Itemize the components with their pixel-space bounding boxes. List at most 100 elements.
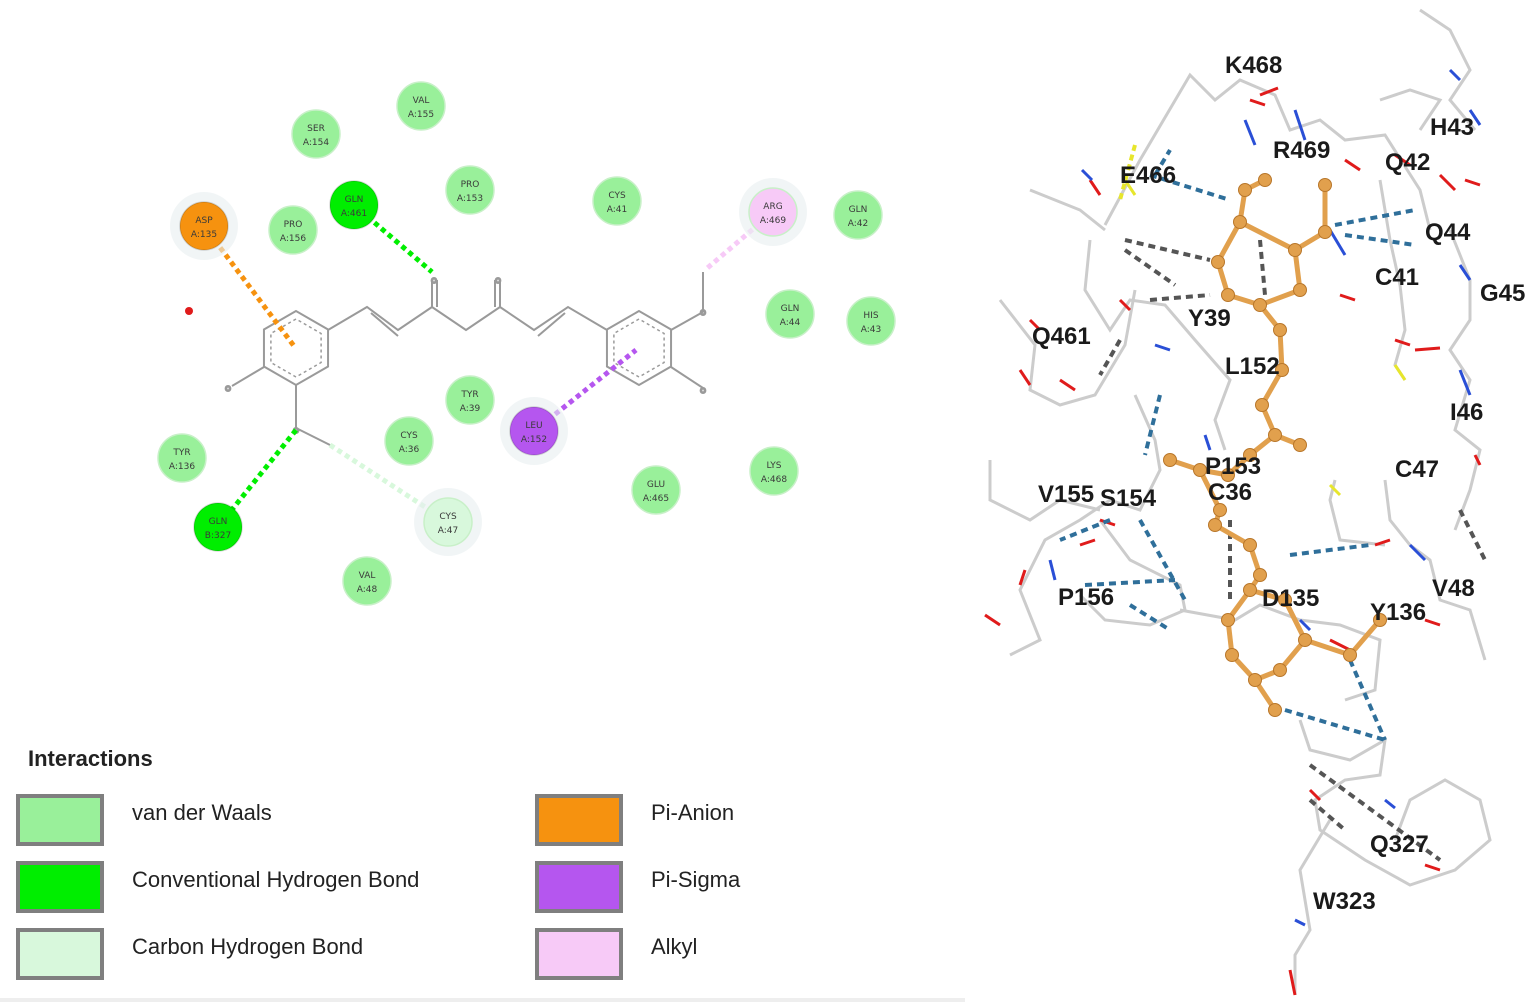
ligand-atom xyxy=(1293,438,1307,452)
ligand-atom xyxy=(1268,428,1282,442)
ligand-atom xyxy=(1273,323,1287,337)
ligand-bond xyxy=(1304,637,1351,658)
hydrophobic-dash xyxy=(1123,248,1177,287)
ligand-atom xyxy=(1238,183,1252,197)
nitrogen-stick xyxy=(1048,559,1057,581)
residue-name: CYS xyxy=(608,191,626,201)
ligand-atom xyxy=(1293,283,1307,297)
ligand-ball-stick xyxy=(1163,173,1387,717)
residue-name: VAL xyxy=(359,571,376,581)
residue-number: A:39 xyxy=(460,404,481,414)
residue-disc xyxy=(749,446,799,496)
label-s154: S154 xyxy=(1100,485,1157,512)
hbond-dash xyxy=(1149,173,1231,202)
nitrogen-stick xyxy=(1203,434,1212,451)
nitrogen-stick xyxy=(1154,343,1171,352)
protein-stick xyxy=(1009,394,1162,657)
ligand-atom xyxy=(1163,453,1177,467)
legend-title: Interactions xyxy=(28,746,153,771)
residue-number: A:469 xyxy=(760,216,786,226)
residue-disc xyxy=(342,556,392,606)
oxygen-stick xyxy=(1088,179,1102,196)
hydrophobic-dash xyxy=(1098,339,1122,376)
pi-anion-line xyxy=(202,224,296,348)
label-c41: C41 xyxy=(1375,264,1419,291)
ligand-atom xyxy=(1243,583,1257,597)
legend-label: Alkyl xyxy=(651,934,698,959)
protein-stick xyxy=(988,460,1101,522)
residue-disc xyxy=(748,187,798,237)
legend-label: Pi-Anion xyxy=(651,800,735,825)
residue-disc xyxy=(157,433,207,483)
label-c36: C36 xyxy=(1208,479,1252,506)
residue-name: TYR xyxy=(460,390,478,400)
oxygen-stick xyxy=(1288,969,1297,996)
right-aromatic-ring-aromatic xyxy=(613,318,665,378)
residue-disc xyxy=(291,109,341,159)
oxygen-stick xyxy=(1344,158,1361,172)
ligand-atom xyxy=(1213,503,1227,517)
ligand-chain xyxy=(327,305,608,332)
protein-stick xyxy=(1419,8,1477,131)
protein-stick xyxy=(1179,603,1382,702)
oxygen-stick xyxy=(1079,538,1096,547)
ligand-atom xyxy=(1275,363,1289,377)
hydrophobic-dash xyxy=(1308,763,1442,862)
ligand-bond xyxy=(1348,618,1382,657)
residue-number: A:152 xyxy=(521,435,547,445)
nitrogen-stick xyxy=(1298,618,1312,632)
ligand-atom xyxy=(1233,215,1247,229)
methoxy-bond xyxy=(295,427,331,446)
ligand-2d-structure: OOOOOO xyxy=(185,272,707,446)
legend-item-chbond: Carbon Hydrogen Bond xyxy=(16,928,476,980)
hydrophobic-dash xyxy=(1458,509,1487,561)
oxygen-stick xyxy=(1414,346,1441,352)
ligand-atom xyxy=(1221,288,1235,302)
ligand-atom xyxy=(1243,538,1257,552)
ligand-atom xyxy=(1253,568,1267,582)
oxygen-stick xyxy=(1118,298,1132,312)
oxygen-stick xyxy=(1394,153,1411,167)
residue-name: SER xyxy=(307,124,325,134)
nitrogen-stick xyxy=(1294,918,1306,927)
left-aromatic-ring-aromatic xyxy=(270,318,322,378)
residue-name: VAL xyxy=(413,96,430,106)
hbond-dash xyxy=(1344,233,1416,247)
right-aromatic-ring xyxy=(605,309,673,387)
legend-item-pi-sigma: Pi-Sigma xyxy=(535,861,995,913)
legend-swatch xyxy=(535,861,623,913)
residue-name: LYS xyxy=(766,461,781,471)
residue-disc xyxy=(384,416,434,466)
legend-swatch xyxy=(535,928,623,980)
ligand-atom xyxy=(1298,633,1312,647)
protein-stick xyxy=(1083,239,1232,451)
double-bond xyxy=(537,312,566,337)
hbond-dash xyxy=(1143,394,1162,456)
oxygen-stick xyxy=(1259,86,1279,97)
ligand-atom xyxy=(1225,648,1239,662)
nitrogen-stick xyxy=(1458,369,1472,396)
label-i46: I46 xyxy=(1450,399,1483,426)
label-q42: Q42 xyxy=(1385,149,1430,176)
residue-disc xyxy=(329,180,379,230)
residue-disc xyxy=(631,465,681,515)
oxygen-atom-label: O xyxy=(431,277,437,285)
label-q44: Q44 xyxy=(1425,219,1471,246)
protein-stick xyxy=(1448,229,1482,531)
oxygen-atom-label: O xyxy=(495,277,501,285)
ligand-atom xyxy=(1208,518,1222,532)
nitrogen-stick xyxy=(1384,798,1396,810)
water-marker xyxy=(185,307,193,315)
label-r469: R469 xyxy=(1273,137,1330,164)
